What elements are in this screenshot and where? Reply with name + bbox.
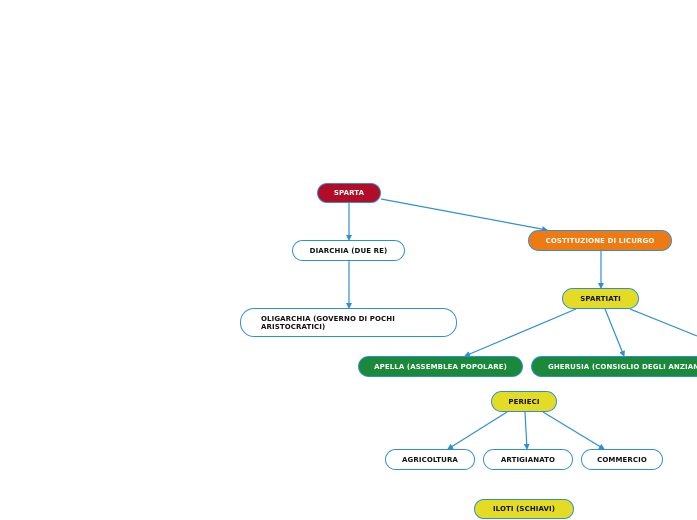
- connector-spartiati-offscreen: [629, 308, 697, 337]
- node-artigianato[interactable]: ARTIGIANATO: [483, 449, 573, 470]
- node-commercio[interactable]: COMMERCIO: [581, 449, 663, 470]
- node-gherusia-label: GHERUSIA (CONSIGLIO DEGLI ANZIANI): [548, 362, 697, 371]
- node-costituzione[interactable]: COSTITUZIONE DI LICURGO: [528, 230, 672, 251]
- connector-sparta-costituzione: [380, 198, 548, 233]
- node-artigianato-label: ARTIGIANATO: [500, 455, 556, 464]
- node-perieci[interactable]: PERIECI: [491, 391, 557, 412]
- node-commercio-label: COMMERCIO: [597, 455, 647, 464]
- connector-perieci-agricoltura: [447, 411, 508, 450]
- node-apella[interactable]: APELLA (ASSEMBLEA POPOLARE): [358, 356, 523, 377]
- node-sparta-label: SPARTA: [333, 189, 365, 197]
- node-oligarchia[interactable]: OLIGARCHIA (GOVERNO DI POCHI ARISTOCRATI…: [240, 308, 457, 337]
- node-apella-label: APELLA (ASSEMBLEA POPOLARE): [374, 362, 507, 371]
- node-perieci-label: PERIECI: [508, 397, 540, 406]
- node-iloti[interactable]: ILOTI (SCHIAVI): [474, 499, 574, 519]
- connector-perieci-commercio: [542, 411, 605, 450]
- node-costituzione-label: COSTITUZIONE DI LICURGO: [545, 236, 655, 245]
- node-agricoltura[interactable]: AGRICOLTURA: [385, 449, 475, 470]
- node-agricoltura-label: AGRICOLTURA: [402, 455, 458, 464]
- node-spartiati-label: SPARTIATI: [580, 294, 621, 303]
- connector-perieci-artigianato: [523, 411, 530, 450]
- node-diarchia-label: DIARCHIA (DUE RE): [309, 246, 388, 255]
- connector-spartiati-gherusia: [604, 308, 625, 357]
- node-sparta[interactable]: SPARTA: [317, 183, 381, 203]
- node-spartiati[interactable]: SPARTIATI: [562, 288, 639, 309]
- node-oligarchia-label: OLIGARCHIA (GOVERNO DI POCHI ARISTOCRATI…: [261, 314, 395, 331]
- node-iloti-label: ILOTI (SCHIAVI): [492, 505, 556, 513]
- connector-spartiati-apella: [464, 308, 577, 357]
- node-gherusia[interactable]: GHERUSIA (CONSIGLIO DEGLI ANZIANI): [531, 356, 697, 377]
- node-diarchia[interactable]: DIARCHIA (DUE RE): [292, 240, 405, 261]
